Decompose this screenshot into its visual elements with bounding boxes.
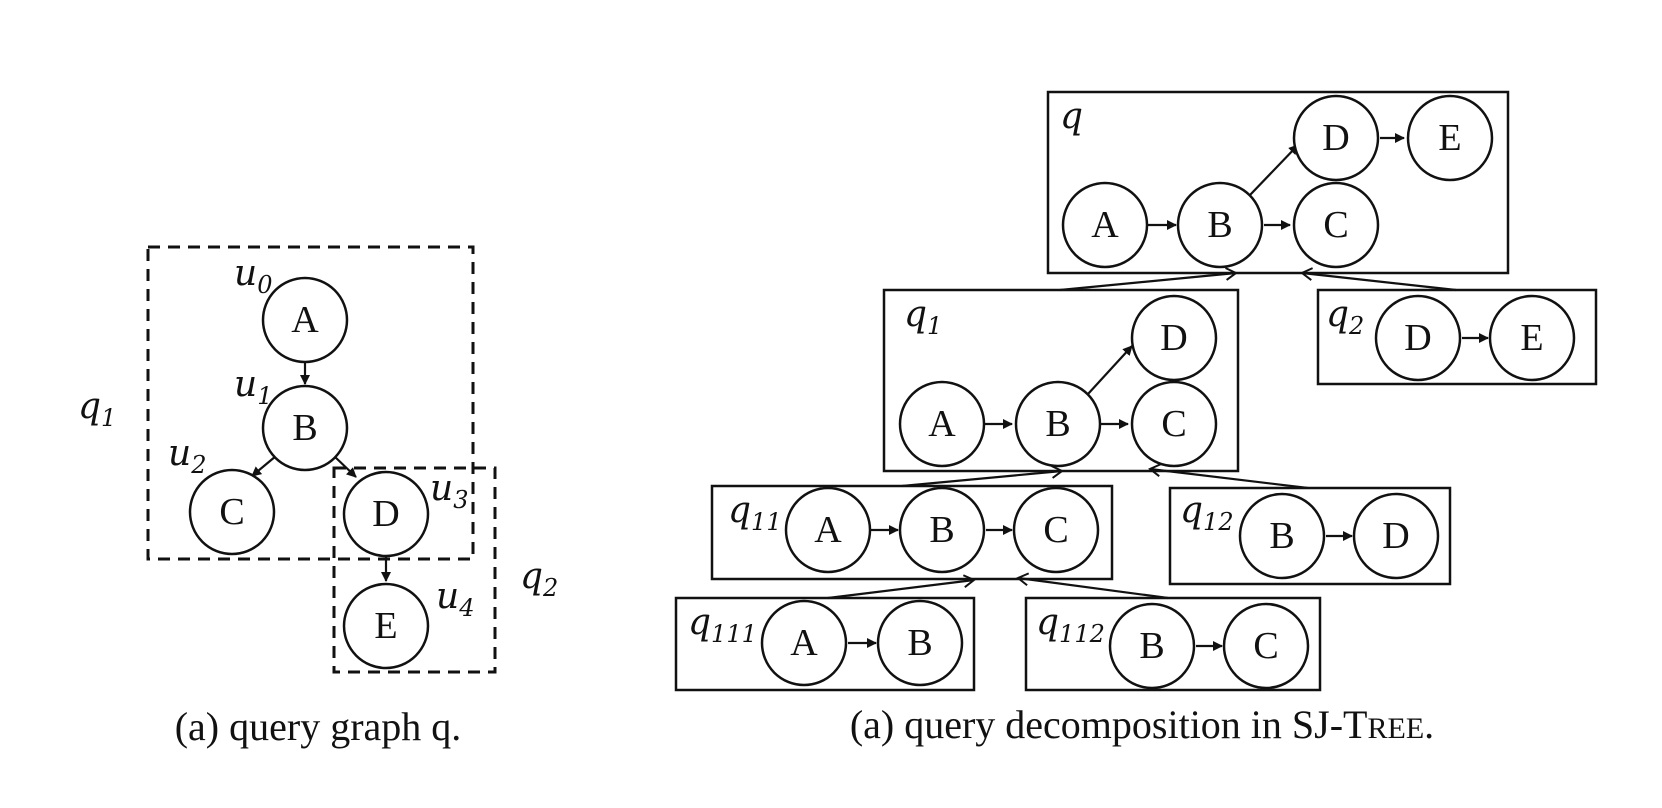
node-b: B: [1238, 492, 1326, 580]
box-q111: q111 A B: [674, 596, 976, 692]
node-b: B: [1176, 181, 1264, 269]
node-e: E: [1488, 294, 1576, 382]
svg-text:D: D: [1382, 515, 1409, 557]
svg-text:A: A: [1091, 204, 1119, 246]
node-d: D: [1352, 492, 1440, 580]
box-q1: q1 A B C D: [882, 288, 1240, 473]
node-e: E: [1406, 94, 1494, 182]
node-c: C: [1292, 181, 1380, 269]
svg-text:C: C: [1253, 625, 1278, 667]
sj-tree: q A B C D E q1 A B C D q2: [674, 90, 1598, 747]
node-label: C: [219, 491, 244, 533]
node-a: A: [1061, 181, 1149, 269]
svg-text:C: C: [1161, 403, 1186, 445]
region-label-q2: q2: [520, 556, 558, 602]
node-a: A: [760, 599, 848, 687]
q1-dashed-region: [146, 245, 475, 561]
node-b: B: [876, 599, 964, 687]
vertex-label-u4: u4: [436, 576, 474, 622]
vertex-label-u3: u3: [430, 468, 468, 514]
node-d: D: [1292, 94, 1380, 182]
svg-text:B: B: [1045, 403, 1070, 445]
box-q2: q2 D E: [1316, 288, 1598, 386]
node-c: C: [188, 468, 276, 556]
box-label-q112: q112: [1036, 602, 1105, 648]
svg-text:B: B: [1269, 515, 1294, 557]
svg-text:D: D: [1160, 317, 1187, 359]
box-label-q11: q11: [728, 490, 782, 536]
node-b: B: [1014, 380, 1102, 468]
node-d: D: [342, 470, 430, 558]
vertex-label-u2: u2: [168, 433, 206, 479]
node-e: E: [342, 582, 430, 670]
caption-query-graph: (a) query graph q.: [175, 704, 462, 749]
svg-text:D: D: [1322, 117, 1349, 159]
svg-text:B: B: [1207, 204, 1232, 246]
q2-dashed-region: [332, 466, 497, 674]
node-a: A: [784, 486, 872, 574]
tree-connectors: [827, 267, 1457, 600]
svg-text:B: B: [907, 622, 932, 664]
svg-text:C: C: [1043, 509, 1068, 551]
box-q12: q12 B D: [1168, 486, 1452, 586]
node-d: D: [1130, 294, 1218, 382]
node-b: B: [1108, 602, 1196, 690]
svg-text:D: D: [1404, 317, 1431, 359]
caption-decomposition: (a) query decomposition in SJ-TREE.: [850, 702, 1434, 747]
node-c: C: [1222, 602, 1310, 690]
svg-text:A: A: [928, 403, 956, 445]
svg-text:B: B: [1139, 625, 1164, 667]
svg-text:A: A: [790, 622, 818, 664]
svg-text:C: C: [1323, 204, 1348, 246]
edge-b-d: [333, 455, 357, 478]
vertex-label-u1: u1: [234, 364, 272, 410]
svg-text:E: E: [1520, 317, 1543, 359]
node-label: E: [374, 605, 397, 647]
svg-text:A: A: [814, 509, 842, 551]
box-label-q: q: [1060, 96, 1083, 137]
node-label: A: [291, 299, 319, 341]
node-a: A: [261, 276, 349, 364]
box-q11: q11 A B C: [710, 484, 1114, 581]
edge-b-c: [251, 455, 277, 477]
box-q: q A B C D E: [1046, 90, 1510, 275]
node-b: B: [898, 486, 986, 574]
svg-text:B: B: [929, 509, 954, 551]
region-label-q1: q1: [78, 386, 116, 432]
box-label-q2: q2: [1326, 294, 1364, 340]
node-c: C: [1130, 380, 1218, 468]
node-c: C: [1012, 486, 1100, 574]
svg-text:E: E: [1438, 117, 1461, 159]
box-label-q111: q111: [688, 602, 757, 648]
node-b: B: [261, 384, 349, 472]
box-q112: q112 B C: [1024, 596, 1322, 692]
box-label-q12: q12: [1180, 490, 1234, 536]
node-a: A: [898, 380, 986, 468]
vertex-label-u0: u0: [234, 253, 272, 299]
node-label: B: [292, 407, 317, 449]
query-graph: A B C D E u0 u1 u2 u3 u4: [78, 245, 558, 749]
node-label: D: [372, 493, 399, 535]
box-label-q1: q1: [904, 294, 942, 340]
node-d: D: [1374, 294, 1462, 382]
